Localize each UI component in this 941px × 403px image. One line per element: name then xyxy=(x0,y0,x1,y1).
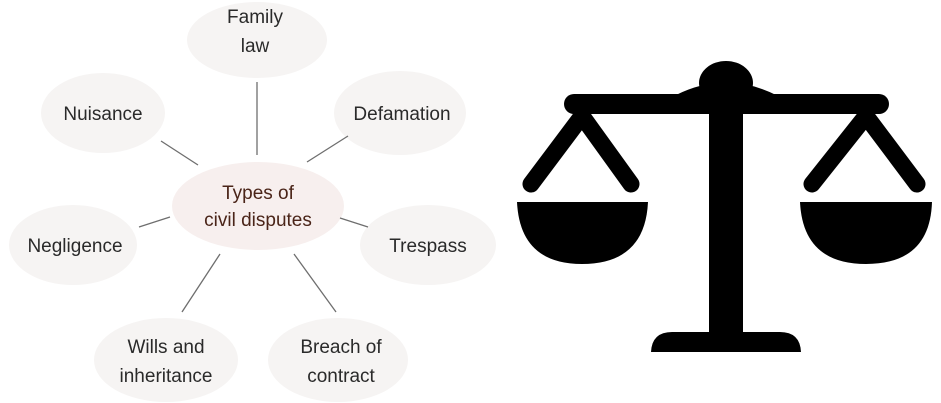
scale-left-arm xyxy=(522,101,640,193)
node-breach-line2: contract xyxy=(307,366,375,387)
center-label-line1: Types of xyxy=(222,183,295,204)
node-nuisance: Nuisance xyxy=(63,104,142,125)
connector-trespass xyxy=(339,217,369,228)
node-negligence: Negligence xyxy=(27,236,122,257)
connector-wills-and-inheritance xyxy=(181,253,221,313)
connectors xyxy=(138,82,369,313)
scale-hump xyxy=(676,82,776,95)
node-wills-line2: inheritance xyxy=(120,366,213,387)
scale-pillar xyxy=(709,100,743,332)
node-trespass-label: Trespass xyxy=(389,236,466,257)
center-node: Types of civil disputes xyxy=(204,183,312,231)
scale-left-pan xyxy=(517,202,648,264)
scale-right-pan xyxy=(800,202,932,264)
connector-defamation xyxy=(306,135,349,163)
node-defamation-label: Defamation xyxy=(353,104,450,125)
scales-of-justice-icon xyxy=(517,61,932,352)
scale-base xyxy=(651,332,801,352)
node-breach-of-contract: Breach of contract xyxy=(300,337,382,387)
node-family-law-line2: law xyxy=(241,36,270,57)
connector-breach-of-contract xyxy=(293,253,337,313)
connector-nuisance xyxy=(160,140,199,166)
node-nuisance-label: Nuisance xyxy=(63,104,142,125)
scale-right-arm xyxy=(803,102,926,193)
node-family-law: Family law xyxy=(227,7,283,57)
bubbles xyxy=(9,2,496,402)
connector-negligence xyxy=(138,216,171,228)
node-defamation: Defamation xyxy=(353,104,450,125)
center-label-line2: civil disputes xyxy=(204,210,312,231)
node-wills-line1: Wills and xyxy=(127,337,204,358)
node-breach-line1: Breach of xyxy=(300,337,382,358)
node-trespass: Trespass xyxy=(389,236,466,257)
node-family-law-line1: Family xyxy=(227,7,283,28)
node-wills-and-inheritance: Wills and inheritance xyxy=(120,337,213,387)
node-negligence-label: Negligence xyxy=(27,236,122,257)
